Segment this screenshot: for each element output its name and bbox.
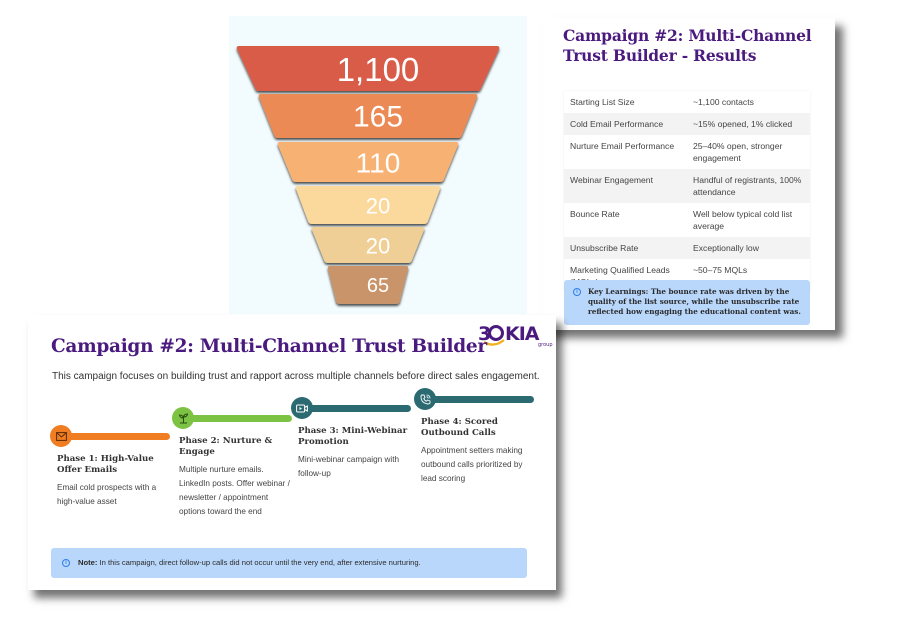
funnel-chart: 1,100 165 110 20 20 65 (236, 46, 500, 304)
funnel-stage-label: 65 (367, 275, 389, 297)
svg-text:KIA: KIA (505, 323, 540, 345)
phase-title: Phase 3: Mini-Webinar Promotion (298, 426, 408, 447)
note-callout: i Note: In this campaign, direct follow-… (51, 548, 527, 578)
metric-value: Well below typical cold list average (693, 209, 793, 231)
phase-progress-bar (58, 433, 170, 440)
funnel-stage-label: 20 (366, 194, 390, 219)
phase-marker (414, 388, 436, 410)
sprout-icon (178, 412, 189, 424)
funnel-stage-3 (277, 142, 459, 182)
envelope-icon (55, 431, 67, 441)
results-row: Webinar Engagement Handful of registrants… (564, 169, 810, 203)
funnel-stage-label: 20 (366, 234, 390, 259)
results-title: Campaign #2: Multi-Channel Trust Builder… (563, 26, 812, 65)
metric-value: ~50–75 MQLs (693, 265, 748, 275)
phase-marker (291, 397, 313, 419)
phase-description: Mini-webinar campaign with follow-up (298, 455, 400, 478)
metric-value: 25–40% open, stronger engagement (693, 141, 783, 163)
phase-progress-bar (299, 405, 411, 412)
svg-text:3: 3 (478, 323, 490, 345)
funnel-chart-panel: 1,100 165 110 20 20 65 (229, 16, 527, 314)
funnel-stage-label: 110 (356, 148, 401, 179)
metric-name: Nurture Email Performance (570, 141, 675, 151)
phase-marker (50, 425, 72, 447)
phase-title: Phase 4: Scored Outbound Calls (421, 417, 498, 438)
funnel-stage-5 (311, 227, 425, 263)
results-row: Starting List Size ~1,100 contacts (564, 91, 810, 113)
funnel-stage-6 (327, 266, 409, 304)
campaign-description: This campaign focuses on building trust … (52, 371, 540, 382)
metric-name: Unsubscribe Rate (570, 243, 639, 253)
phase-progress-bar (422, 396, 534, 403)
metric-value: Handful of registrants, 100% attendance (693, 175, 802, 197)
info-icon: i (573, 288, 581, 296)
funnel-stage-label: 1,100 (337, 51, 420, 88)
video-icon (296, 404, 308, 413)
results-row: Unsubscribe Rate Exceptionally low (564, 237, 810, 259)
funnel-stage-4 (295, 186, 441, 224)
metric-value: ~15% opened, 1% clicked (693, 119, 793, 129)
campaign-overview-panel: 3 KIA group Campaign #2: Multi-Channel T… (28, 315, 556, 590)
phase-title: Phase 2: Nurture & Engage (179, 436, 273, 457)
funnel-stage-2 (258, 94, 478, 138)
metric-value: ~1,100 contacts (693, 97, 754, 107)
metric-name: Bounce Rate (570, 209, 620, 219)
phase-marker (172, 407, 194, 429)
results-row: Cold Email Performance ~15% opened, 1% cl… (564, 113, 810, 135)
results-row: Nurture Email Performance 25–40% open, st… (564, 135, 810, 169)
note-label: Note: (78, 558, 98, 567)
key-learnings-callout: i Key Learnings: The bounce rate was dri… (564, 280, 810, 325)
metric-name: Starting List Size (570, 97, 635, 107)
results-panel: Campaign #2: Multi-Channel Trust Builder… (543, 18, 835, 330)
metric-name: Cold Email Performance (570, 119, 664, 129)
note-text: In this campaign, direct follow-up calls… (97, 558, 421, 567)
key-learnings-text: Key Learnings: The bounce rate was drive… (588, 287, 801, 316)
phase-description: Multiple nurture emails. LinkedIn posts.… (179, 465, 290, 516)
metric-value: Exceptionally low (693, 243, 759, 253)
svg-text:group: group (538, 342, 553, 348)
funnel-stage-label: 165 (353, 101, 403, 134)
phase-description: Appointment setters making outbound call… (421, 446, 523, 483)
info-icon: i (62, 559, 70, 567)
phase-progress-bar (180, 415, 292, 422)
phase-title: Phase 1: High-Value Offer Emails (57, 454, 154, 475)
page-title: Campaign #2: Multi-Channel Trust Builder (51, 336, 487, 357)
company-logo: 3 KIA group (478, 323, 553, 348)
results-row: Bounce Rate Well below typical cold list … (564, 203, 810, 237)
phase-description: Email cold prospects with a high-value a… (57, 483, 157, 506)
phone-icon (420, 394, 431, 405)
metric-name: Webinar Engagement (570, 175, 653, 185)
funnel-stage-1 (236, 46, 500, 91)
